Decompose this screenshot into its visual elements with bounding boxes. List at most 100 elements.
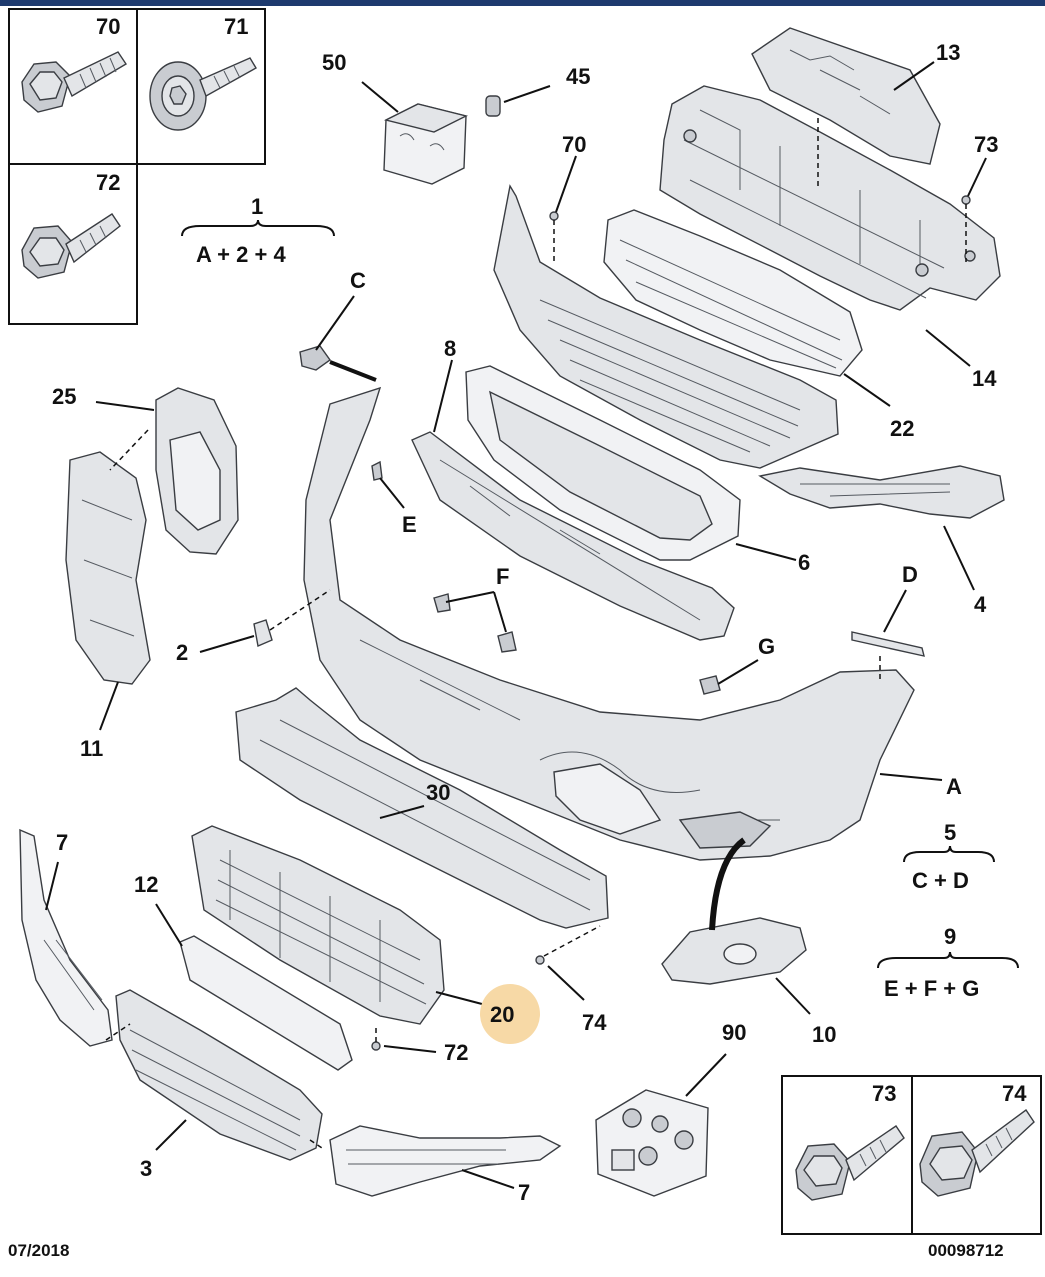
- kit-group-5: 5 C + D: [903, 820, 995, 893]
- kit-group-1: 1 A + 2 + 4: [181, 194, 335, 267]
- kit-contents-9: E + F + G: [884, 976, 979, 1001]
- callout-30[interactable]: 30: [426, 780, 450, 805]
- callout-50[interactable]: 50: [322, 50, 346, 75]
- leader-22: [843, 373, 891, 407]
- leader-6: [735, 543, 797, 561]
- callout-90[interactable]: 90: [722, 1020, 746, 1045]
- kit-contents-5: C + D: [912, 868, 969, 893]
- part-upper-grille[interactable]: [493, 184, 839, 469]
- box-label-73: 73: [872, 1081, 896, 1106]
- callout-3[interactable]: 3: [140, 1156, 152, 1181]
- box-label-70: 70: [96, 14, 120, 39]
- bolt-73-icon: [795, 1125, 905, 1201]
- part-30-reinforcement-beam[interactable]: [235, 687, 609, 929]
- callout-74[interactable]: 74: [582, 1010, 607, 1035]
- leader-A: [879, 773, 943, 781]
- top-header-bar: [0, 0, 1045, 6]
- assembly-line-74: [543, 925, 601, 957]
- part-11-air-duct[interactable]: [65, 451, 151, 685]
- clip-F-2[interactable]: [497, 631, 517, 653]
- leader-73: [967, 157, 987, 197]
- callout-8[interactable]: 8: [444, 336, 456, 361]
- bolt-72-location: [371, 1041, 381, 1051]
- callout-6[interactable]: 6: [798, 550, 810, 575]
- callout-22[interactable]: 22: [890, 416, 914, 441]
- assembly-line-2: [269, 589, 331, 631]
- leader-90: [685, 1053, 727, 1097]
- callout-10[interactable]: 10: [812, 1022, 836, 1047]
- callout-labels: 50 45 13 70 73 C 8 25 14 22 E 6 F D 4 2 …: [52, 40, 998, 1205]
- kit-label-5: 5: [944, 820, 956, 845]
- callout-73[interactable]: 73: [974, 132, 998, 157]
- box-label-72: 72: [96, 170, 120, 195]
- callout-E[interactable]: E: [402, 512, 417, 537]
- callout-C[interactable]: C: [350, 268, 366, 293]
- part-25-bracket[interactable]: [155, 387, 239, 555]
- part-8-absorber[interactable]: [411, 431, 735, 641]
- part-90-hardware-kit[interactable]: [595, 1089, 709, 1197]
- assembly-arrow-C: [329, 360, 377, 382]
- leader-20: [435, 991, 483, 1005]
- leader-8: [433, 359, 453, 433]
- part-2-cap[interactable]: [253, 619, 273, 647]
- part-A-bumper-cover[interactable]: [303, 386, 915, 861]
- kit-label-9: 9: [944, 924, 956, 949]
- callout-13[interactable]: 13: [936, 40, 960, 65]
- clip-C[interactable]: [299, 345, 331, 371]
- leader-10: [775, 977, 811, 1015]
- highlight-part-20: [480, 984, 540, 1044]
- callout-12[interactable]: 12: [134, 872, 158, 897]
- leader-11: [99, 681, 119, 731]
- part-14-front-end-carrier[interactable]: [659, 85, 1001, 311]
- callout-7-left[interactable]: 7: [56, 830, 68, 855]
- assembly-line-25: [109, 429, 149, 471]
- bolt-70-icon: [21, 51, 127, 113]
- leader-74: [547, 965, 585, 1001]
- leader-50: [361, 81, 399, 113]
- leader-G: [717, 659, 759, 685]
- callout-D[interactable]: D: [902, 562, 918, 587]
- part-7-right-grille[interactable]: [329, 1125, 562, 1197]
- callout-14[interactable]: 14: [972, 366, 997, 391]
- bolt-70-location: [549, 211, 559, 221]
- leader-2: [199, 635, 255, 653]
- leader-12: [155, 903, 183, 947]
- part-50-block[interactable]: [383, 103, 469, 185]
- part-10-fog-bezel[interactable]: [661, 917, 807, 985]
- callout-72[interactable]: 72: [444, 1040, 468, 1065]
- part-7-left-grille[interactable]: [19, 828, 113, 1047]
- part-22-grille-mesh[interactable]: [603, 209, 863, 377]
- callout-45[interactable]: 45: [566, 64, 590, 89]
- leader-D: [883, 589, 907, 633]
- part-13-upper-duct[interactable]: [751, 27, 941, 165]
- bolt-74-location: [535, 955, 545, 965]
- clip-F-1[interactable]: [433, 593, 451, 613]
- part-6-grille-frame[interactable]: [465, 365, 741, 561]
- clip-E[interactable]: [371, 460, 383, 481]
- part-4-support-bracket[interactable]: [758, 465, 1005, 519]
- leader-72: [383, 1045, 437, 1053]
- strip-D[interactable]: [851, 631, 925, 657]
- bolt-74-icon: [919, 1108, 1035, 1197]
- assembly-line-7: [105, 1023, 131, 1041]
- part-12-lower-panel[interactable]: [179, 935, 353, 1071]
- callout-20[interactable]: 20: [490, 1002, 514, 1027]
- leader-3: [155, 1119, 187, 1151]
- leader-F: [445, 591, 507, 633]
- part-45-plug[interactable]: [485, 95, 501, 117]
- leader-4: [943, 525, 975, 591]
- callout-4[interactable]: 4: [974, 592, 987, 617]
- callout-2[interactable]: 2: [176, 640, 188, 665]
- callout-A[interactable]: A: [946, 774, 962, 799]
- callout-11[interactable]: 11: [80, 736, 103, 761]
- callout-25[interactable]: 25: [52, 384, 76, 409]
- clip-G[interactable]: [699, 675, 721, 695]
- part-20-active-shutter[interactable]: [191, 825, 445, 1025]
- callout-70[interactable]: 70: [562, 132, 586, 157]
- callout-7-right[interactable]: 7: [518, 1180, 530, 1205]
- callout-G[interactable]: G: [758, 634, 775, 659]
- part-3-lower-grille[interactable]: [115, 989, 323, 1161]
- callout-F[interactable]: F: [496, 564, 509, 589]
- leader-25: [95, 401, 155, 411]
